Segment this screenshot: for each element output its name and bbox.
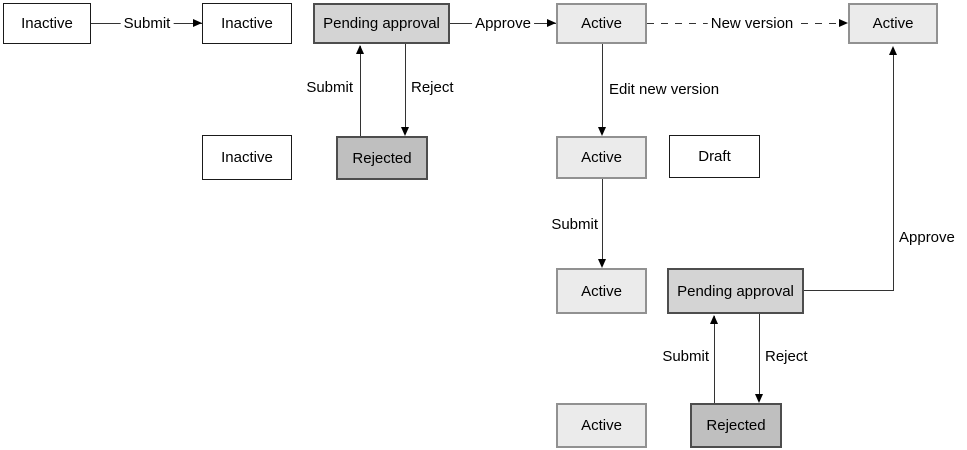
state-node-rejected: Rejected: [690, 403, 782, 448]
arrowhead-up-icon: [356, 45, 364, 54]
state-node-label: Pending approval: [677, 282, 794, 300]
state-node-inactive: Inactive: [3, 3, 91, 44]
arrowhead-down-icon: [755, 394, 763, 403]
state-node-label: Inactive: [221, 149, 273, 166]
edge-line-submit-2: [360, 46, 361, 136]
edge-label-submit: Submit: [306, 79, 353, 96]
state-node-label: Rejected: [352, 149, 412, 167]
state-node-label: Draft: [698, 148, 731, 165]
state-node-inactive: Inactive: [202, 3, 292, 44]
edge-line-reject-1: [405, 44, 406, 128]
edge-label-submit: Submit: [120, 15, 174, 32]
edge-line-approve-2-vertical: [893, 48, 894, 290]
state-node-pending-approval: Pending approval: [667, 268, 804, 314]
edge-label-reject: Reject: [765, 348, 808, 365]
edge-line-approve-2-horizontal: [804, 290, 894, 291]
arrowhead-up-icon: [710, 315, 718, 324]
state-node-active: Active: [556, 268, 647, 314]
state-node-label: Active: [581, 282, 622, 300]
arrowhead-right-icon: [547, 19, 556, 27]
state-node-label: Inactive: [21, 15, 73, 32]
state-node-active: Active: [556, 3, 647, 44]
arrowhead-right-icon: [193, 19, 202, 27]
edge-label-new-version: New version: [707, 15, 797, 32]
edge-line-edit-new-version: [602, 44, 603, 128]
arrowhead-right-icon: [839, 19, 848, 27]
state-node-active: Active: [848, 3, 938, 44]
state-node-inactive: Inactive: [202, 135, 292, 180]
state-node-label: Pending approval: [323, 15, 440, 32]
edge-label-approve: Approve: [899, 229, 955, 246]
edge-label-submit: Submit: [662, 348, 709, 365]
state-node-label: Rejected: [706, 417, 766, 434]
state-node-label: Active: [581, 15, 622, 32]
arrowhead-up-icon: [889, 46, 897, 55]
edge-line-submit-4: [714, 316, 715, 403]
edge-line-reject-2: [759, 314, 760, 395]
arrowhead-down-icon: [598, 127, 606, 136]
state-node-active: Active: [556, 403, 647, 448]
edge-label-reject: Reject: [411, 79, 454, 96]
edge-line-submit-3: [602, 179, 603, 260]
state-node-label: Active: [581, 149, 622, 166]
edge-label-approve: Approve: [472, 15, 534, 32]
edge-label-submit: Submit: [551, 216, 598, 233]
state-node-label: Inactive: [221, 15, 273, 32]
state-node-draft: Draft: [669, 135, 760, 178]
state-node-active: Active: [556, 136, 647, 179]
edge-label-edit-new-version: Edit new version: [609, 81, 720, 98]
arrowhead-down-icon: [401, 127, 409, 136]
arrowhead-down-icon: [598, 259, 606, 268]
state-node-pending-approval: Pending approval: [313, 3, 450, 44]
state-node-label: Active: [872, 15, 914, 32]
state-node-rejected: Rejected: [336, 136, 428, 180]
state-node-label: Active: [581, 417, 622, 434]
